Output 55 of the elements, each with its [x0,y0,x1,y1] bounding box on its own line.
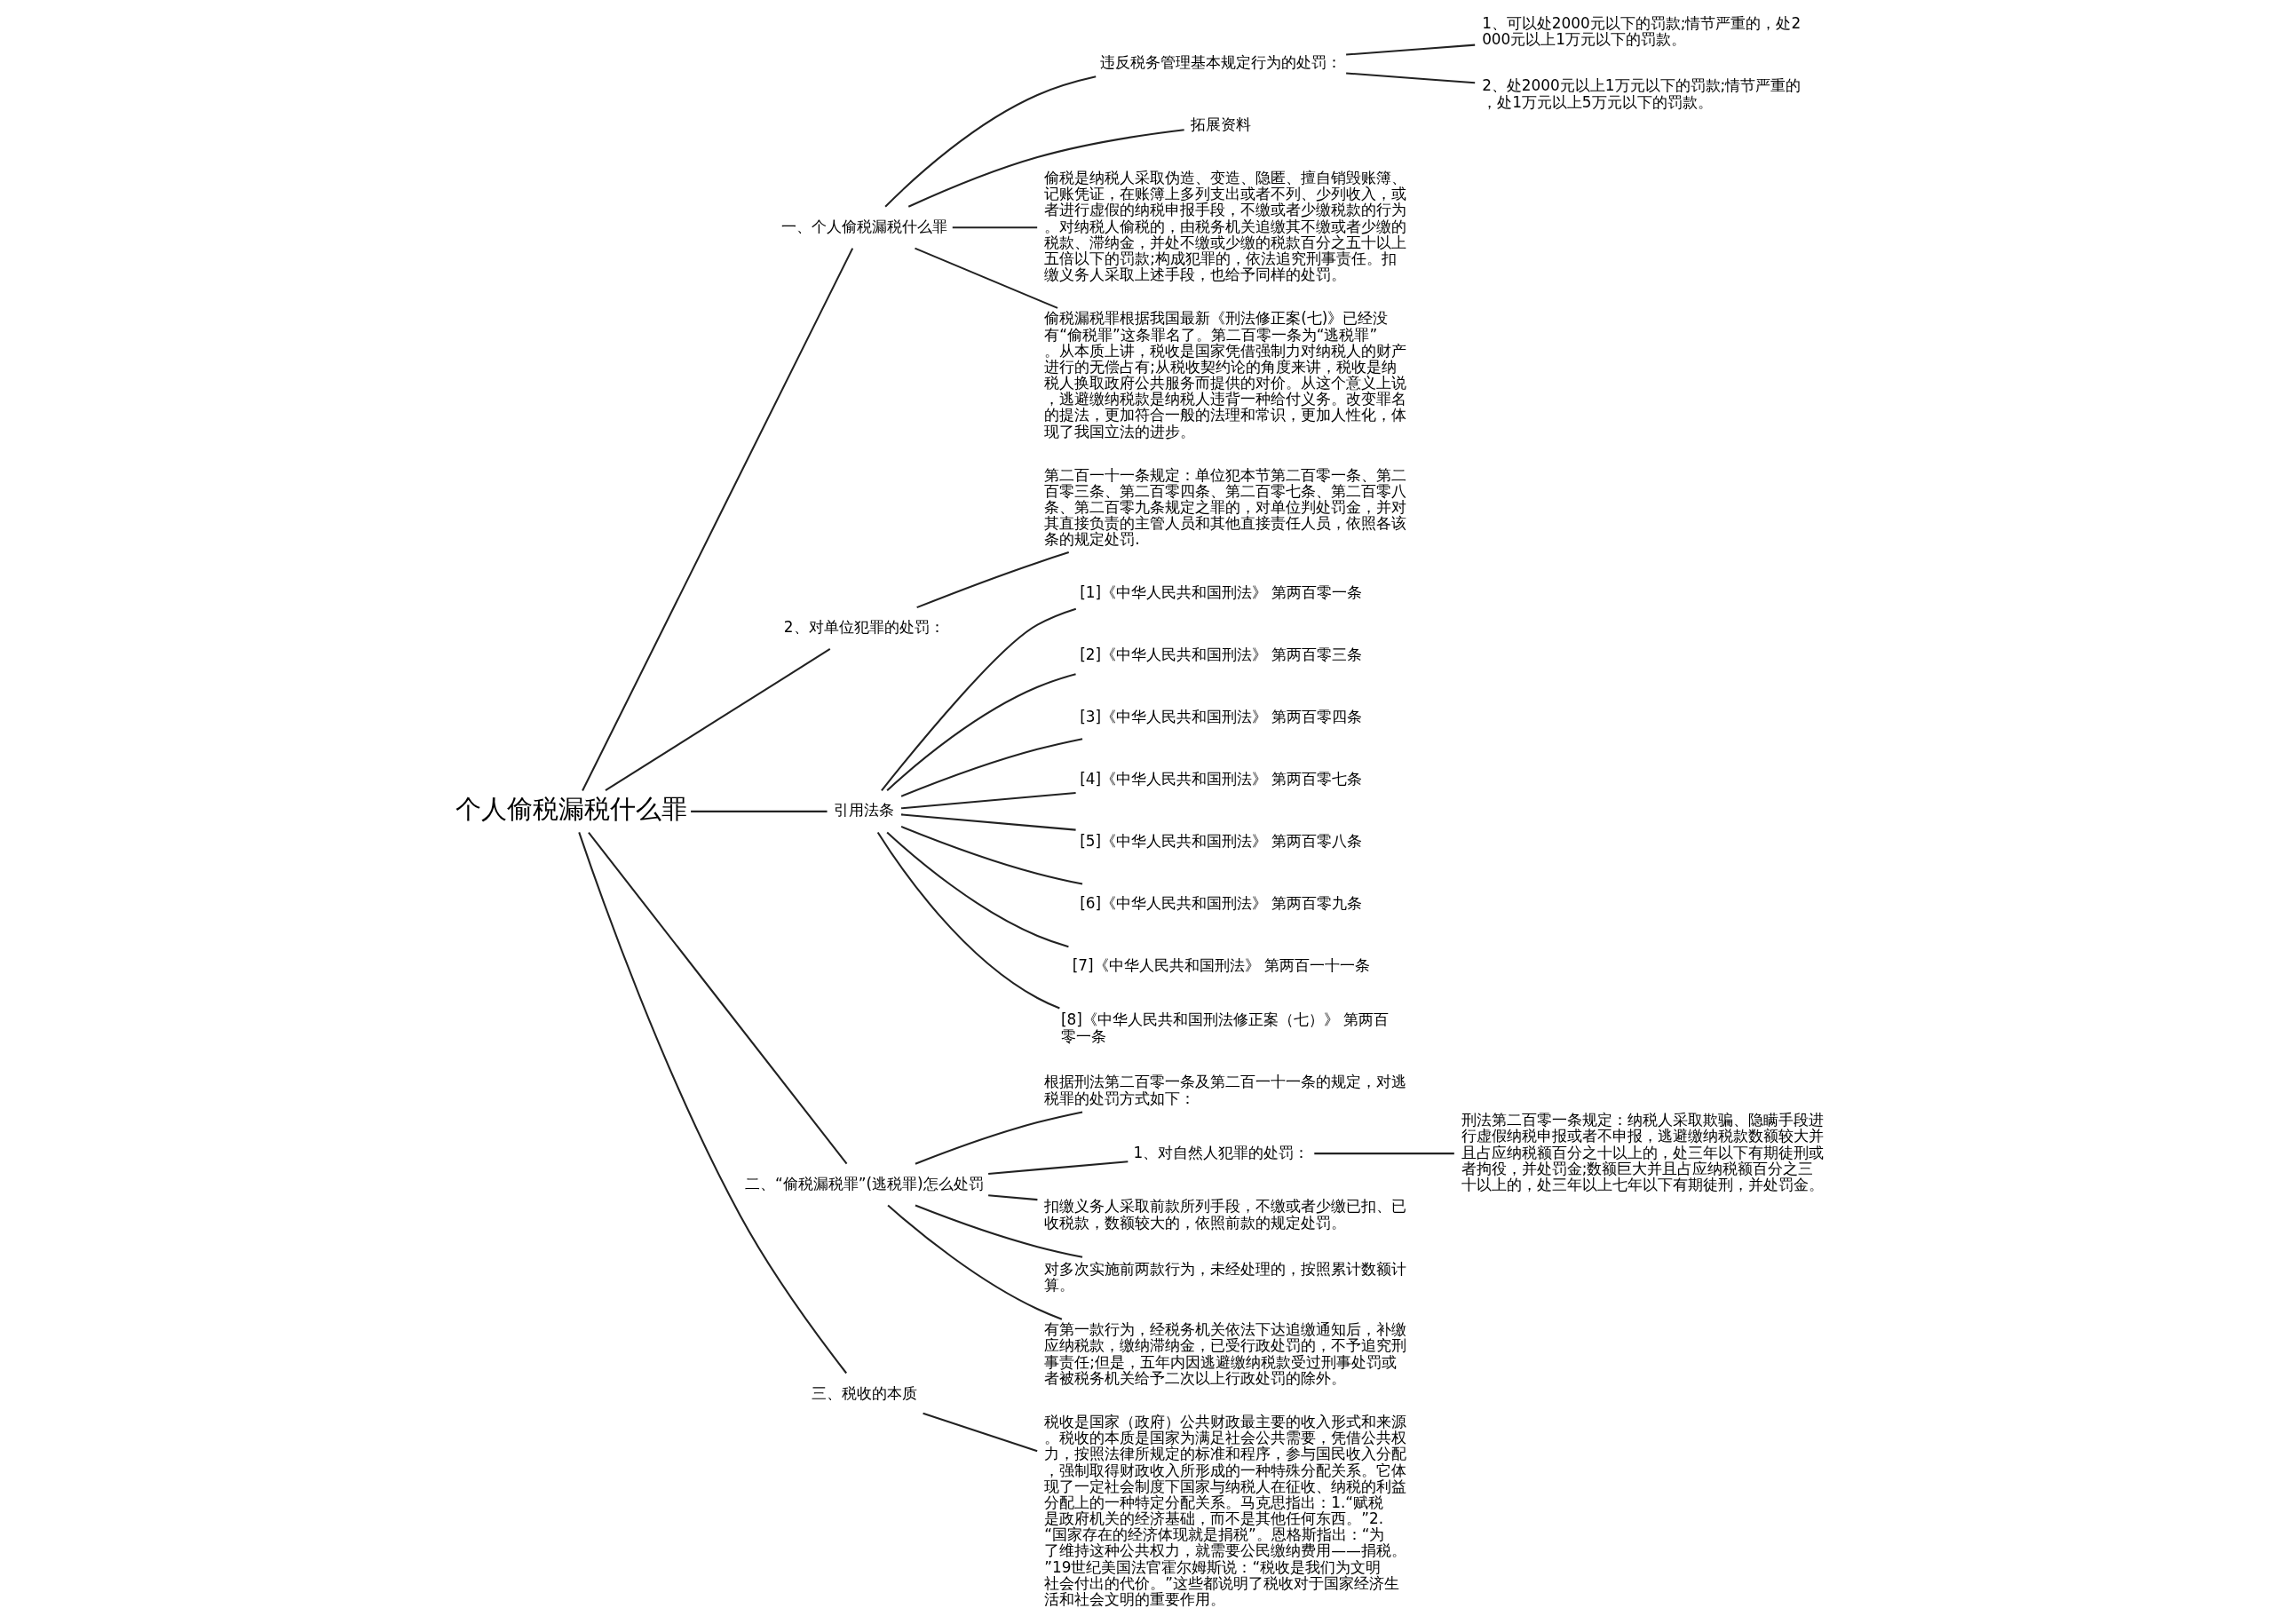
node-text: 个人偷税漏税什么罪 [455,795,687,825]
connector [887,1204,1063,1320]
connector [1314,1153,1454,1155]
node-text: [2]《中华人民共和国刑法》 第两百零三条 [1080,646,1363,664]
node-text: 1、可以处2000元以下的罚款;情节严重的，处2000元以上1万元以下的罚款。 [1482,14,1802,49]
node-text: 刑法第二百零一条规定：纳税人采取欺骗、隐瞒手段进行虚假纳税申报或者不申报，逃避缴纳税款数额较大并且占应纳税额百分之十以上的，处三年以下有期徒刑或者拘役，并处罚金;数额巨大并且占应纳税额百分之三十以上的，处三年以上七年以下有期徒刑，并处罚金。 [1461,1111,1824,1193]
connector [886,673,1076,791]
node-text: 对多次实施前两款行为，未经处理的，按照累计数额计算。 [1044,1259,1407,1294]
connector [1346,44,1476,56]
node-text: [7]《中华人民共和国刑法》 第两百一十一条 [1072,956,1370,975]
node-text: 偷税漏税罪根据我国最新《刑法修正案(七)》已经没有“偷税罪”这条罪名了。第二百零一条为“逃税罪”。从本质上讲，税收是国家凭借强制力对纳税人的财产进行的无偿占有;从税收契约论的角度来讲，税收是纳税人换取政府公共服务而提供的对价。从这个意义上说，逃避缴纳税款是纳税人违背一种给付义务。改变罪名的提法，更加符合一般的法理和常识，更加人性化，体现了我国立法的进步。 [1044,309,1407,440]
node-text: 一、个人偷税漏税什么罪 [780,217,947,235]
connector [886,831,1069,948]
connector [988,1194,1038,1201]
connector [881,607,1077,791]
connector [915,247,1058,309]
node-text: 1、对自然人犯罪的处罚： [1133,1143,1310,1161]
node-text: [3]《中华人民共和国刑法》 第两百零四条 [1080,708,1363,726]
connector [900,825,1083,885]
connector [578,832,847,1374]
connector [916,551,1070,609]
connector [588,832,848,1165]
connector [988,1161,1129,1175]
connector [907,129,1184,208]
node-text: 扣缴义务人采取前款所列手段，不缴或者少缴已扣、已收税款，数额较大的，依照前款的规定处罚。 [1044,1197,1407,1232]
connector [884,75,1097,208]
node-text: [1]《中华人民共和国刑法》 第两百零一条 [1080,583,1363,602]
connector [915,1204,1083,1258]
connector [582,248,854,791]
node-text: 引用法条 [834,801,895,820]
connector [691,810,828,812]
node-text: 第二百一十一条规定：单位犯本节第二百零一条、第二百零三条、第二百零四条、第二百零七条、第二百零八条、第二百零九条规定之罪的，对单位判处罚金，并对其直接负责的主管人员和其他直接责任人员，依照各该条的规定处罚. [1044,465,1407,549]
node-text: 二、“偷税漏税罪”(逃税罪)怎么处罚 [744,1174,984,1192]
node-text: [6]《中华人民共和国刑法》 第两百零九条 [1080,894,1363,913]
node-text: 拓展资料 [1191,115,1252,134]
node-text: [4]《中华人民共和国刑法》 第两百零七条 [1080,770,1363,788]
connector [900,738,1083,797]
node-text: [8]《中华人民共和国刑法修正案（七）》 第两百零一条 [1061,1010,1390,1045]
node-text: 有第一款行为，经税务机关依法下达追缴通知后，补缴应纳税款，缴纳滞纳金，已受行政处罚的，不予追究刑事责任;但是，五年内因逃避缴纳税款受过刑事处罚或者被税务机关给予二次以上行政处罚的除外。 [1044,1320,1407,1387]
node-text: 税收是国家（政府）公共财政最主要的收入形式和来源。税收的本质是国家为满足社会公共需要，凭借公共权力，按照法律所规定的标准和程序，参与国民收入分配，强制取得财政收入所形成的一种特殊分配关系。它体现了一定社会制度下国家与纳税人在征收、纳税的利益分配上的一种特定分配关系。马克思指出：1.“赋税是政府机关的经济基础，而不是其他任何东西。”2.“国家存在的经济体现就是捐税”。恩格斯指出：“为了维持这种公共权力，就需要公民缴纳费用——捐税。”19世纪美国法官霍尔姆斯说：“税收是我们为文明社会付出的代价。”这些都说明了税收对于国家经济生活和社会文明的重要作用。 [1044,1413,1407,1608]
node-text: 偷税是纳税人采取伪造、变造、隐匿、擅自销毁账簿、记账凭证，在账簿上多列支出或者不列、少列收入，或者进行虚假的纳税申报手段，不缴或者少缴税款的行为。对纳税人偷税的，由税务机关追缴其不缴或者少缴的税款、滞纳金，并处不缴或少缴的税款百分之五十以上五倍以下的罚款;构成犯罪的，依法追究刑事责任。扣缴义务人采取上述手段，也给予同样的处罚。 [1044,169,1407,284]
connector [900,792,1076,810]
connector [915,1111,1083,1165]
connector [952,226,1038,229]
node-text: 2、处2000元以上1万元以下的罚款;情节严重的，处1万元以上5万元以下的罚款。 [1482,76,1802,111]
node-text: 三、税收的本质 [811,1383,917,1402]
connector [876,831,1060,1010]
connector [923,1412,1038,1453]
node-text: 违反税务管理基本规定行为的处罚： [1100,53,1342,72]
node-text: 根据刑法第二百零一条及第二百一十一条的规定，对逃税罪的处罚方式如下： [1044,1073,1407,1107]
node-text: 2、对单位犯罪的处罚： [783,618,945,637]
node-text: [5]《中华人民共和国刑法》 第两百零八条 [1080,832,1363,851]
connector [900,813,1076,831]
connector [605,648,831,792]
connector [1346,72,1476,84]
